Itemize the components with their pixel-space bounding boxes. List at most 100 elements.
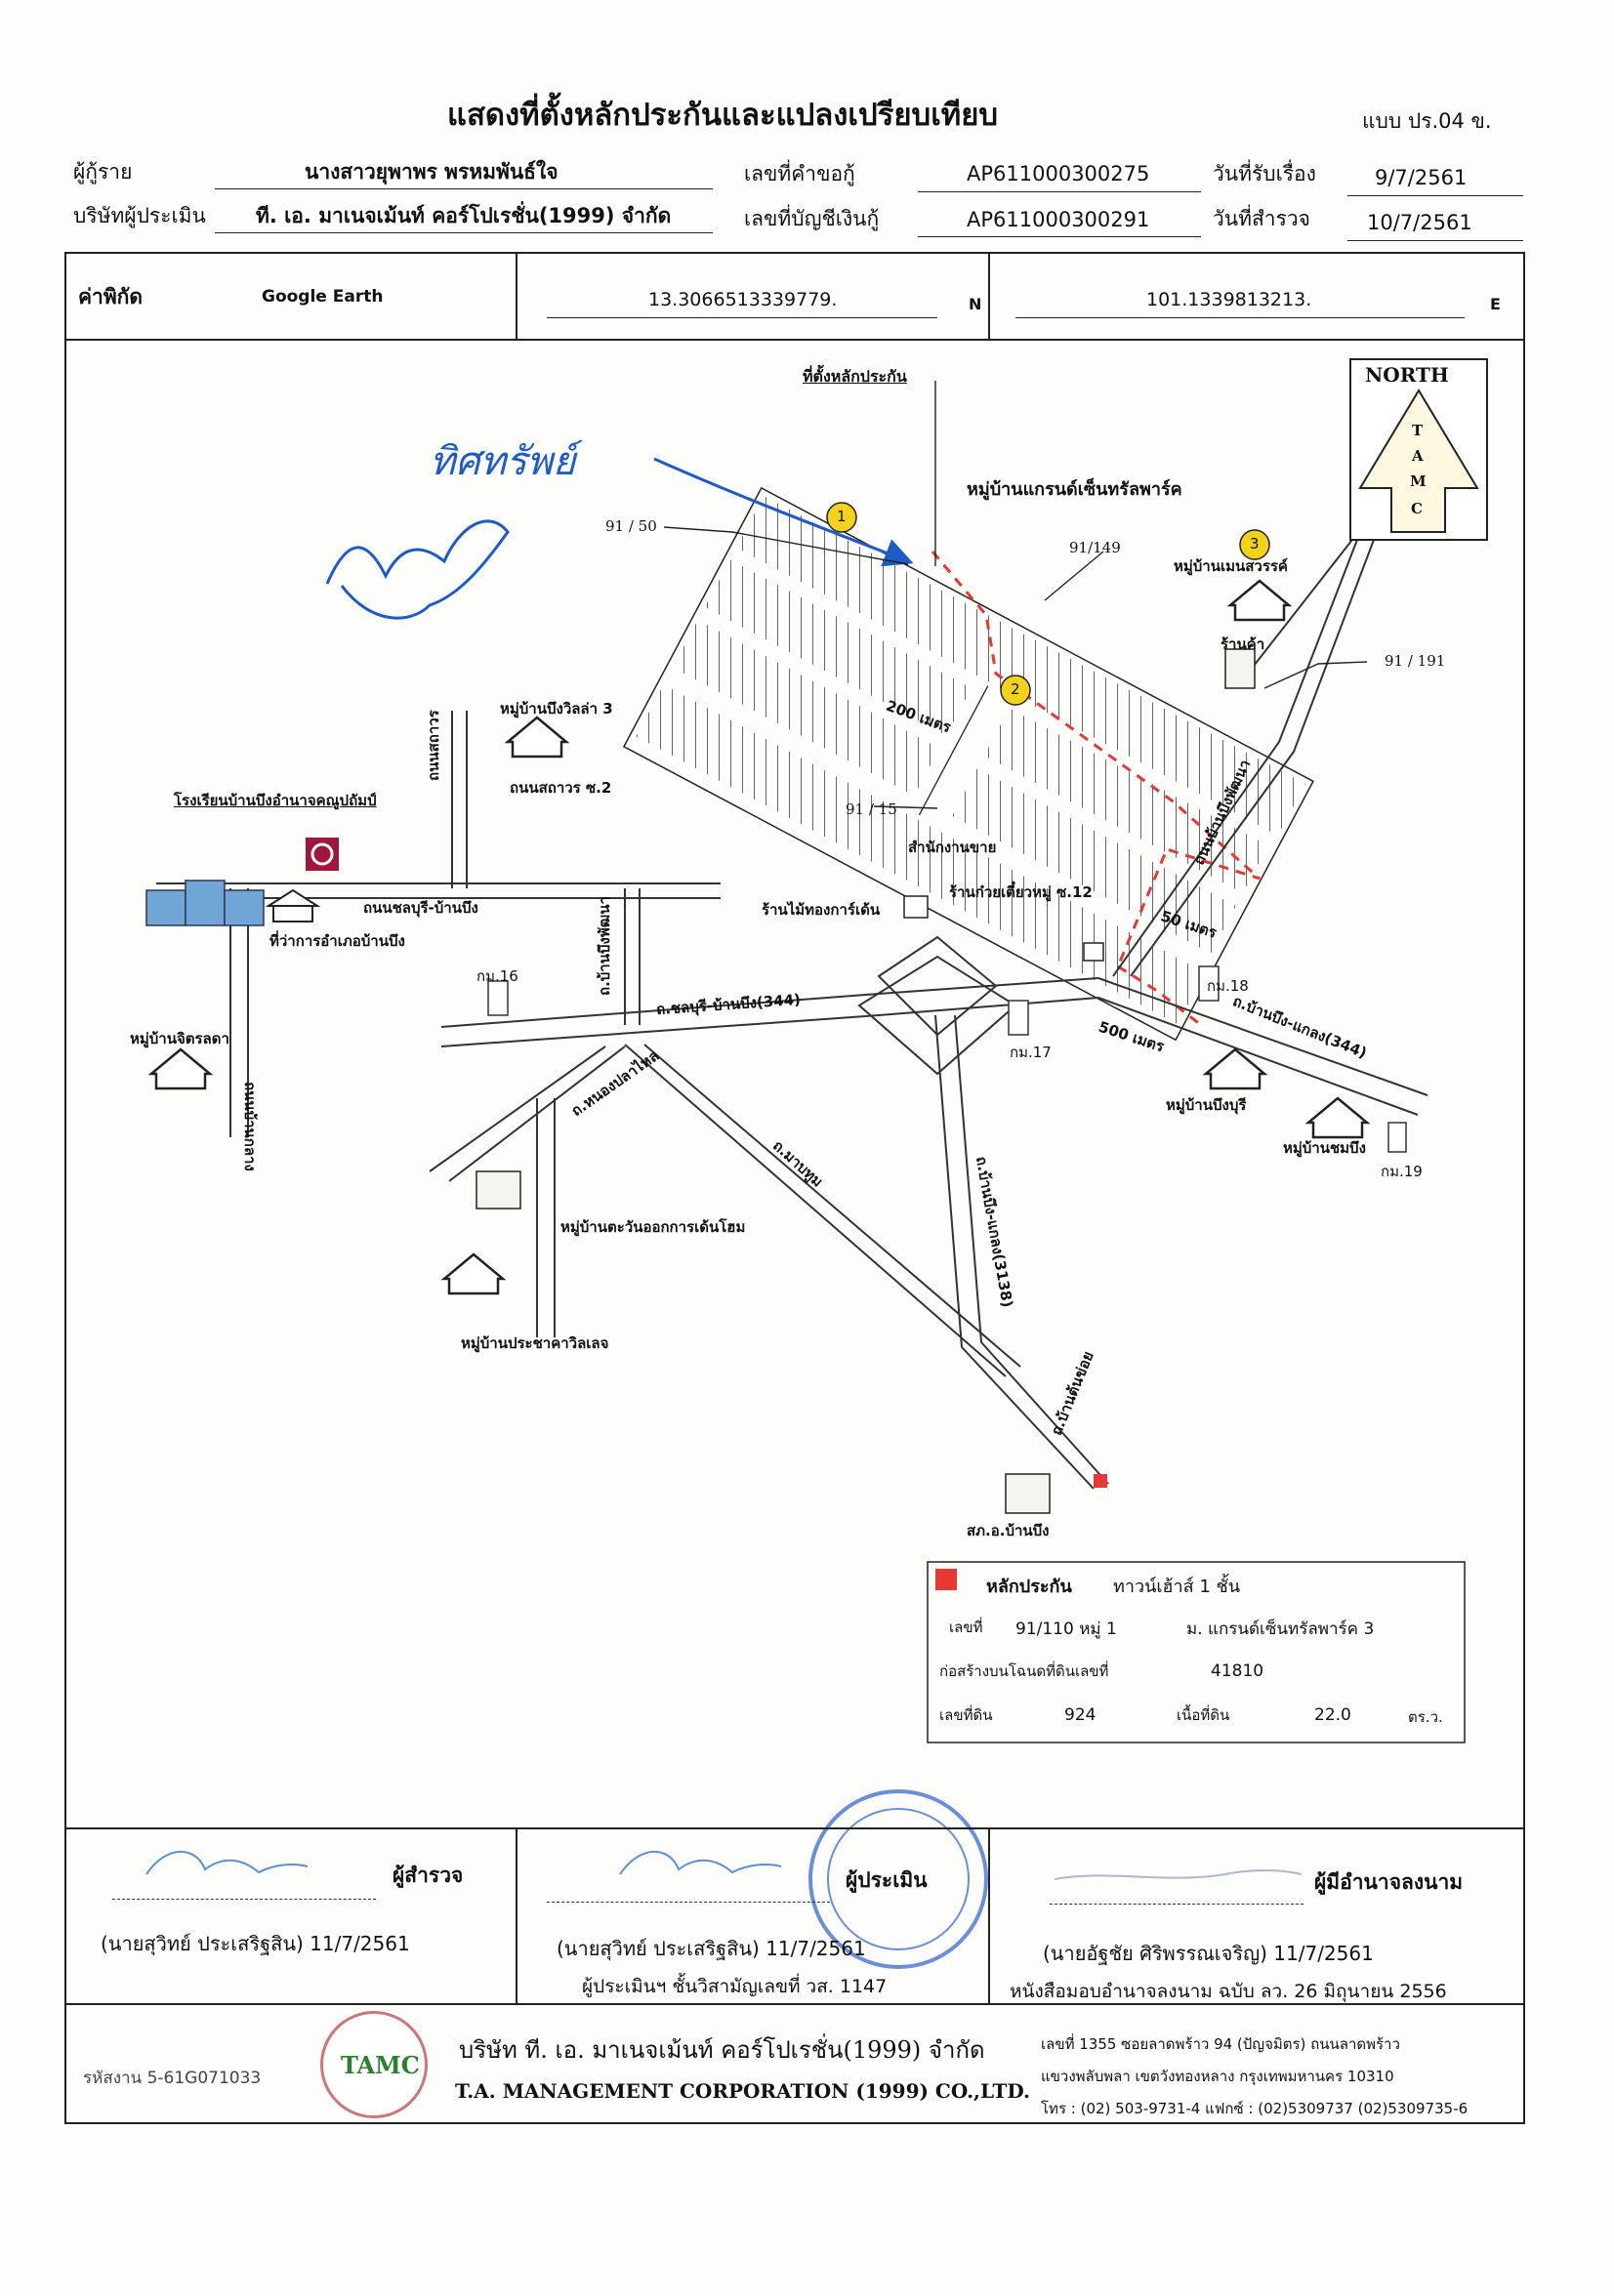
marker-1-label: 1 — [837, 508, 847, 525]
appraiser-license: ผู้ประเมินฯ ชั้นวิสามัญเลขที่ วส. 1147 — [582, 1976, 888, 1997]
marker-2-label: 2 — [1011, 680, 1020, 698]
coords-lon: 101.1339813213. — [1146, 289, 1312, 310]
legend-box — [927, 1561, 1466, 1743]
coords-div-2 — [988, 252, 990, 340]
company-address-2: แขวงพลับพลา เขตวังทองหลาง กรุงเทพมหานคร … — [1041, 2068, 1394, 2085]
authorized-name: (นายอัฐชัย ศิริพรรณเจริญ) 11/7/2561 — [1043, 1942, 1374, 1965]
request-no-label: เลขที่คำขอกู้ — [744, 162, 855, 185]
legend-title: หลักประกัน — [986, 1577, 1072, 1597]
place-village-prachakon: หมู่บ้านประชาคาวิลเลจ — [461, 1334, 609, 1352]
building-district — [265, 888, 321, 922]
marker-2 — [1000, 675, 1031, 706]
surveyor-name: (นายสุวิทย์ ประเสริฐสิน) 11/7/2561 — [101, 1932, 410, 1955]
coords-bottom-line — [64, 339, 1525, 341]
request-no: AP611000300275 — [967, 162, 1150, 185]
sig-div-1 — [516, 1827, 517, 2003]
ref-91-191: 91 / 191 — [1385, 652, 1446, 670]
place-village-chom-bueng: หมู่บ้านชมบึง — [1283, 1139, 1366, 1157]
place-km16: กม.16 — [476, 967, 518, 985]
account-no-label: เลขที่บัญชีเงินกู้ — [744, 207, 880, 230]
roads — [156, 526, 1428, 1490]
appraiser-underline — [215, 232, 713, 233]
page-title: แสดงที่ตั้งหลักประกันและแปลงเปรียบเทียบ — [447, 98, 999, 133]
company-name-en: T.A. MANAGEMENT CORPORATION (1999) CO.,L… — [455, 2079, 1030, 2103]
legend-area-unit: ตร.ว. — [1408, 1708, 1443, 1726]
handwritten-signature — [325, 519, 510, 620]
official-stamp — [808, 1789, 988, 1969]
north-letter-t: T — [1412, 422, 1424, 439]
place-road-chonburi-banbueng: ถนนชลบุรี-บ้านบึง — [363, 899, 478, 917]
ref-91-15: 91 / 15 — [846, 800, 897, 818]
legend-land-no-label: เลขที่ดิน — [939, 1706, 993, 1724]
borrower-underline — [215, 188, 713, 189]
place-district-office: ที่ว่าการอำเภอบ้านบึง — [269, 932, 405, 950]
place-shop-noodle: ร้านก๋วยเตี๋ยวหมู่ ซ.12 — [949, 883, 1093, 901]
borrower-label: ผู้กู้ราย — [73, 160, 133, 184]
coords-div-1 — [516, 252, 517, 340]
surveyor-signature — [145, 1850, 309, 1875]
place-km17: กม.17 — [1010, 1044, 1052, 1061]
received-date: 9/7/2561 — [1375, 166, 1468, 189]
sig-top-line — [64, 1827, 1525, 1829]
place-road-banbueng-vertical: ถ.บ้านบึงพัฒนา — [596, 896, 613, 996]
borrower-name: นางสาวยุพาพร พรหมพันธ์ใจ — [305, 160, 559, 184]
place-road-sathaworn: ถนนสถาวร ซ.2 — [510, 779, 612, 797]
north-letter-m: M — [1410, 472, 1427, 490]
authorized-role: ผู้มีอำนาจลงนาม — [1314, 1870, 1464, 1894]
received-label: วันที่รับเรื่อง — [1213, 162, 1316, 185]
main-frame — [64, 252, 1525, 2124]
temple-icon — [306, 838, 339, 871]
coords-label: ค่าพิกัด — [78, 285, 144, 308]
km-markers — [487, 965, 1407, 1153]
ref-91-50: 91 / 50 — [605, 517, 657, 535]
surveyor-sig-line — [112, 1899, 376, 1901]
place-village-bueng-buri: หมู่บ้านบึงบุรี — [1166, 1096, 1247, 1114]
place-village-jitlada: หมู่บ้านจิตรลดา — [130, 1030, 229, 1047]
legend-no-value: 91/110 หมู่ 1 — [1015, 1620, 1117, 1639]
survey-label: วันที่สำรวจ — [1213, 207, 1310, 230]
house-icons — [147, 579, 1371, 1295]
company-logo: TAMC — [320, 2011, 428, 2118]
company-logo-text: TAMC — [341, 2051, 420, 2079]
collateral-location-label: ที่ตั้งหลักประกัน — [803, 367, 907, 386]
authorized-signature — [1054, 1869, 1303, 1880]
legend-deed-label: ก่อสร้างบนโฉนดที่ดินเลขที่ — [939, 1662, 1109, 1680]
place-road-sathaworn-vertical: ถนนสถาวร — [425, 710, 442, 781]
north-label: NORTH — [1365, 363, 1449, 387]
appraiser-name: (นายสุวิทย์ ประเสริฐสิน) 11/7/2561 — [557, 1937, 866, 1960]
route-path — [931, 551, 1261, 967]
sig-div-2 — [988, 1827, 990, 2003]
shop-boxes — [903, 895, 1104, 962]
footer-top-line — [64, 2003, 1525, 2005]
company-address-1: เลขที่ 1355 ซอยลาดพร้าว 94 (ปัญจมิตร) ถน… — [1041, 2035, 1400, 2053]
appraiser-sig-line — [547, 1902, 830, 1904]
survey-underline — [1347, 240, 1523, 241]
building-school — [145, 880, 265, 926]
surveyor-role: ผู้สำรวจ — [393, 1864, 464, 1887]
authorized-doc: หนังสือมอบอำนาจลงนาม ฉบับ ลว. 26 มิถุนาย… — [1010, 1981, 1447, 2002]
legend-type: ทาวน์เฮ้าส์ 1 ชั้น — [1113, 1577, 1241, 1597]
handwritten-note: ทิศทรัพย์ — [430, 439, 576, 484]
north-letter-a: A — [1412, 447, 1424, 465]
place-shop-thong: ร้านไม้ทองการ์เด้น — [762, 901, 881, 919]
appraiser-company: ที. เอ. มาเนจเม้นท์ คอร์โปเรชั่น(1999) จ… — [256, 204, 672, 227]
place-police: สภ.อ.บ้านบึง — [967, 1522, 1050, 1539]
legend-deed-value: 41810 — [1211, 1661, 1264, 1681]
ref-91-149: 91/149 — [1069, 539, 1121, 556]
place-village-mane: หมู่บ้านเมนสวรรค์ — [1174, 557, 1288, 575]
coords-lon-dir: E — [1490, 295, 1501, 313]
authorized-sig-line — [1050, 1904, 1304, 1906]
place-village-ratchaphruek: หมู่บ้านตะวันออกการเด้นโฮม — [560, 1218, 746, 1236]
place-school: โรงเรียนบ้านบึงอำนาจคณูปถัมป์ — [174, 792, 377, 809]
request-no-underline — [918, 191, 1201, 192]
place-road-banklang: ถนนบ้านกลาง — [241, 1082, 259, 1171]
lon-underline — [1015, 317, 1465, 318]
place-km18: กม.18 — [1207, 977, 1249, 995]
appraiser-signature — [619, 1850, 782, 1875]
building-icons — [476, 648, 1256, 1514]
company-name-th: บริษัท ที. เอ. มาเนจเม้นท์ คอร์โปเรชั่น(… — [459, 2036, 985, 2064]
legend-area-label: เนื้อที่ดิน — [1177, 1706, 1230, 1724]
north-letter-c: C — [1411, 500, 1423, 517]
received-underline — [1347, 195, 1523, 196]
